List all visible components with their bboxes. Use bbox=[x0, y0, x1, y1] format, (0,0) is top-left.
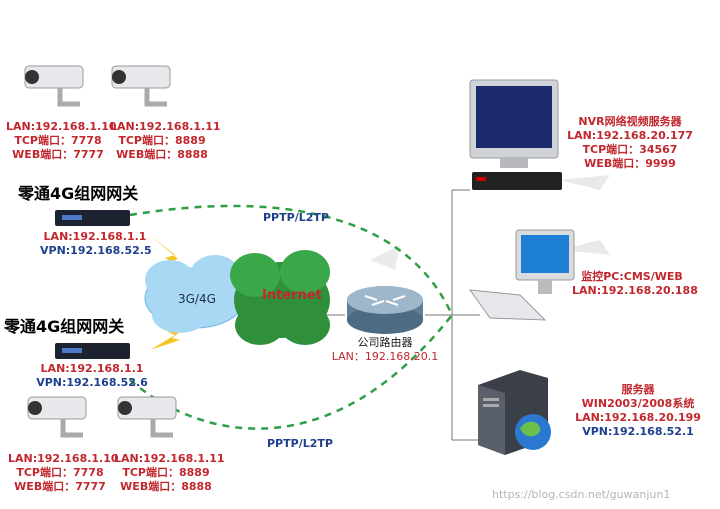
camera-top-left-tcp: TCP端口：7778 bbox=[14, 134, 102, 147]
cloud-3g4g-icon bbox=[144, 255, 246, 333]
nvr-web: WEB端口：9999 bbox=[584, 157, 676, 170]
router-label: 公司路由器 LAN：192.168.20.1 bbox=[325, 336, 445, 364]
camera-top-left-label: LAN:192.168.1.10 TCP端口：7778 WEB端口：7777 bbox=[6, 120, 117, 162]
server-name: 服务器 bbox=[621, 383, 655, 396]
camera-bottom-left-tcp: TCP端口：7778 bbox=[16, 466, 104, 479]
camera-top-right-tcp: TCP端口：8889 bbox=[118, 134, 206, 147]
camera-bottom-right-lan: LAN:192.168.1.11 bbox=[114, 452, 225, 465]
camera-top-left-lan: LAN:192.168.1.10 bbox=[6, 120, 117, 133]
camera-bottom-right-tcp: TCP端口：8889 bbox=[122, 466, 210, 479]
camera-top-left-web: WEB端口：7777 bbox=[12, 148, 104, 161]
cloud-internet-icon bbox=[230, 250, 330, 345]
nvr-server-icon bbox=[469, 79, 562, 190]
camera-bottom-right-label: LAN:192.168.1.11 TCP端口：8889 WEB端口：8888 bbox=[114, 452, 225, 494]
camera-bottom-left-lan: LAN:192.168.1.10 bbox=[8, 452, 119, 465]
server-os: WIN2003/2008系统 bbox=[581, 397, 695, 410]
gateway-bottom-device-icon bbox=[55, 343, 130, 359]
tunnel-bottom-label: PPTP/L2TP bbox=[267, 437, 333, 450]
gateway-bottom-vpn: VPN:192.168.52.6 bbox=[36, 376, 148, 389]
gateway-bottom-title: 零通4G组网网关 bbox=[4, 317, 125, 336]
camera-top-left-icon bbox=[24, 65, 84, 107]
camera-bottom-left-label: LAN:192.168.1.10 TCP端口：7778 WEB端口：7777 bbox=[8, 452, 119, 494]
gateway-bottom-label: LAN:192.168.1.1 VPN:192.168.52.6 bbox=[36, 362, 148, 390]
cloud-internet-label: Internet bbox=[262, 288, 322, 303]
camera-bottom-right-web: WEB端口：8888 bbox=[120, 480, 212, 493]
tunnel-path-bottom bbox=[129, 314, 453, 430]
gateway-top-title: 零通4G组网网关 bbox=[18, 184, 139, 203]
monitor-pc-name: 监控PC:CMS/WEB bbox=[581, 270, 683, 283]
camera-top-right-lan: LAN:192.168.1.11 bbox=[110, 120, 221, 133]
nvr-label: NVR网络视频服务器 LAN:192.168.20.177 TCP端口：3456… bbox=[565, 115, 695, 171]
nvr-name: NVR网络视频服务器 bbox=[578, 115, 682, 128]
gateway-top-device-icon bbox=[55, 210, 130, 226]
tunnel-top-label: PPTP/L2TP bbox=[263, 211, 329, 224]
monitor-pc-label: 监控PC:CMS/WEB LAN:192.168.20.188 bbox=[572, 270, 698, 298]
monitor-pc-icon bbox=[468, 229, 575, 321]
router-name: 公司路由器 bbox=[357, 336, 413, 349]
tower-server-icon bbox=[478, 370, 551, 455]
router-lan: LAN：192.168.20.1 bbox=[331, 350, 439, 363]
camera-bottom-left-icon bbox=[27, 396, 87, 438]
camera-top-right-web: WEB端口：8888 bbox=[116, 148, 208, 161]
watermark-text: https://blog.csdn.net/guwanjun1 bbox=[492, 488, 671, 501]
gateway-top-lan: LAN:192.168.1.1 bbox=[43, 230, 147, 243]
gateway-top-label: LAN:192.168.1.1 VPN:192.168.52.5 bbox=[40, 230, 152, 258]
camera-bottom-right-icon bbox=[117, 396, 177, 438]
tunnel-path-top bbox=[129, 204, 454, 316]
server-lan: LAN:192.168.20.199 bbox=[575, 411, 701, 424]
gateway-bottom-lan: LAN:192.168.1.1 bbox=[40, 362, 144, 375]
cloud-3g4g-label: 3G/4G bbox=[178, 292, 216, 306]
server-label: 服务器 WIN2003/2008系统 LAN:192.168.20.199 VP… bbox=[573, 383, 703, 439]
monitor-pc-lan: LAN:192.168.20.188 bbox=[572, 284, 698, 297]
router-icon bbox=[347, 286, 423, 334]
nvr-lan: LAN:192.168.20.177 bbox=[567, 129, 693, 142]
nvr-tcp: TCP端口：34567 bbox=[582, 143, 678, 156]
camera-top-right-label: LAN:192.168.1.11 TCP端口：8889 WEB端口：8888 bbox=[110, 120, 221, 162]
server-vpn: VPN:192.168.52.1 bbox=[582, 425, 694, 438]
gateway-top-vpn: VPN:192.168.52.5 bbox=[40, 244, 152, 257]
camera-bottom-left-web: WEB端口：7777 bbox=[14, 480, 106, 493]
camera-top-right-icon bbox=[111, 65, 171, 107]
